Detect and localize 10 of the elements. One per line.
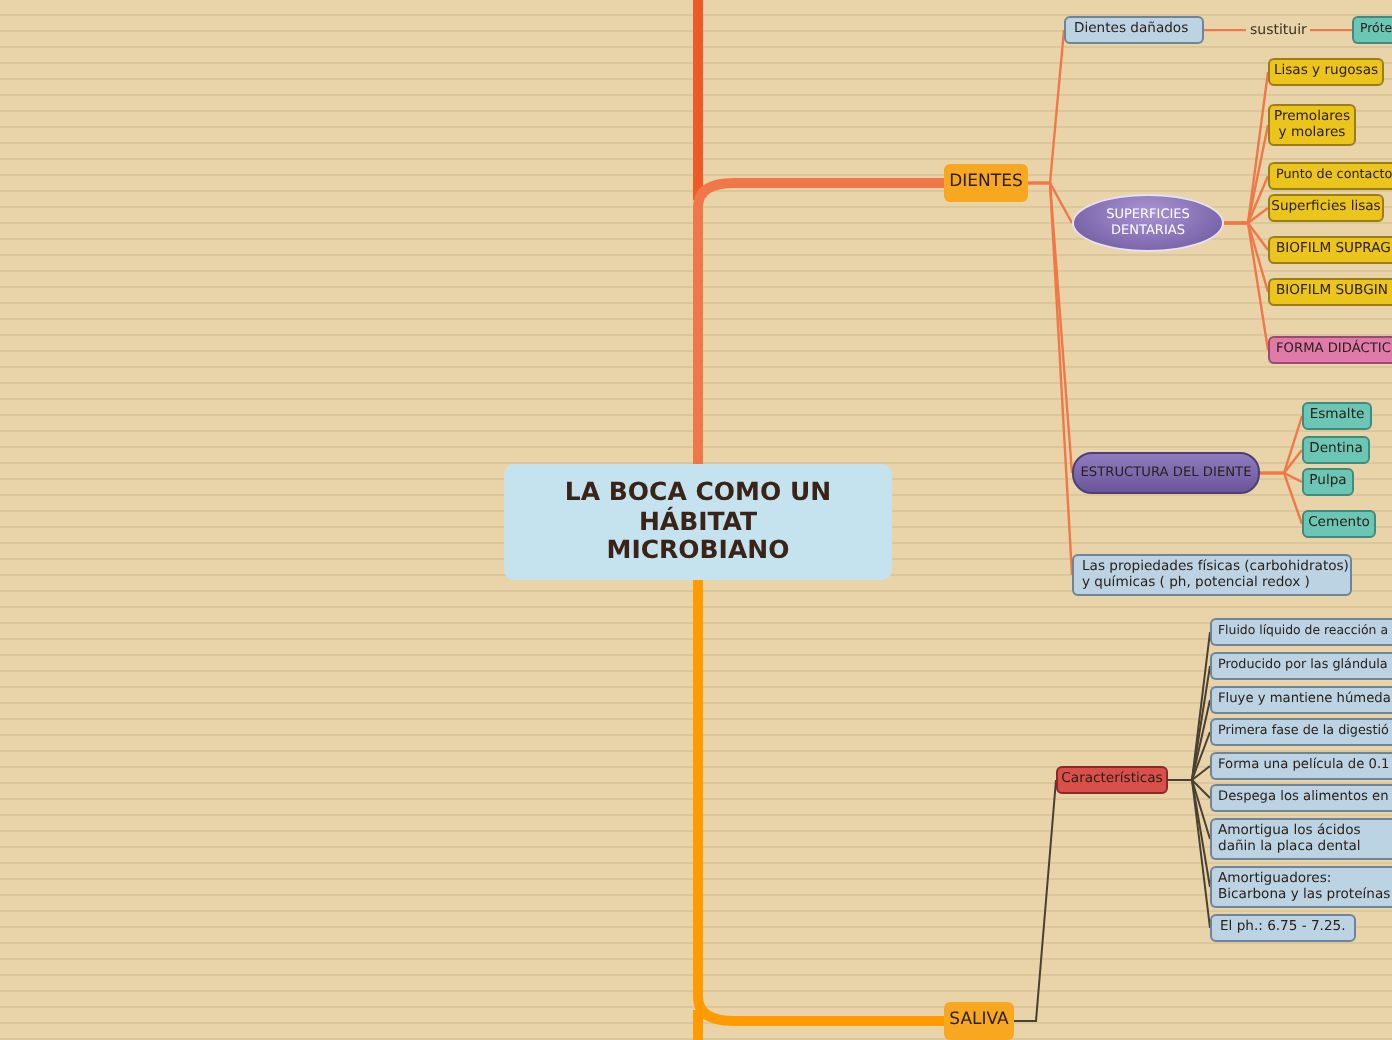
connector-line [1260, 471, 1304, 525]
topic-box: DIENTES [944, 164, 1028, 202]
connector-line [1224, 221, 1270, 351]
connector-line [693, 580, 944, 1026]
connector-line [1013, 779, 1057, 1022]
connector-line [1028, 181, 1074, 576]
connector-line [1167, 779, 1211, 929]
topic-box: SALIVA [944, 1002, 1014, 1040]
central-topic-box: LA BOCA COMO UN HÁBITAT MICROBIANO [504, 464, 892, 580]
connector-line [693, 178, 944, 464]
